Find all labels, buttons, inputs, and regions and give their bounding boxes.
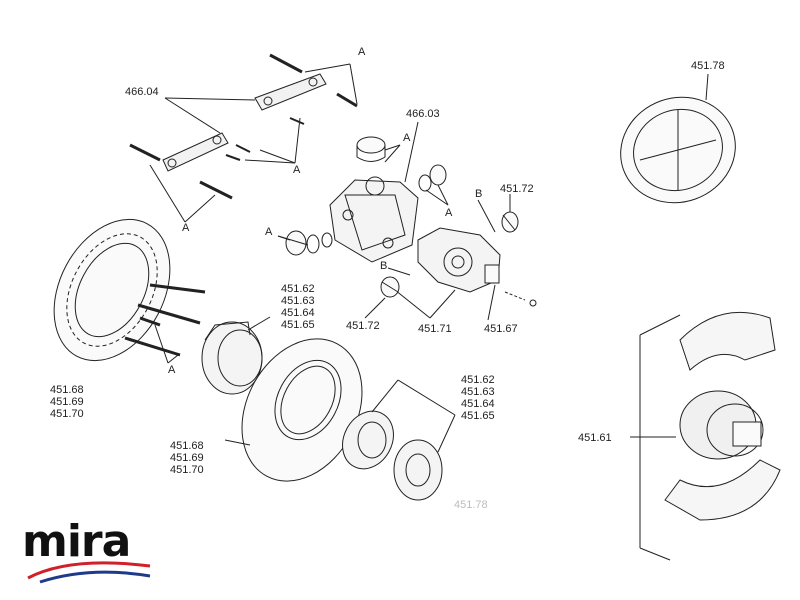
label-group-ring-center: 451.68 451.69 451.70: [170, 440, 204, 476]
callout-b: B: [475, 188, 483, 200]
callout-a: A: [445, 207, 453, 219]
callout-a: A: [403, 132, 411, 144]
label-451-70: 451.70: [170, 464, 204, 476]
lower-bracket: [129, 117, 301, 223]
mira-logo: mira: [22, 518, 162, 588]
right-inlet-fittings: [418, 164, 449, 206]
wall-plate: [224, 338, 363, 482]
clip-ring-left: [53, 218, 171, 362]
label-451-78-top: 451.78: [691, 60, 725, 72]
filter-top: [501, 194, 519, 233]
top-nut: [356, 136, 401, 163]
sleeve-left: [201, 316, 271, 395]
callout-a: A: [358, 46, 366, 58]
label-451-78-faded: 451.78: [454, 499, 488, 511]
label-466-03: 466.03: [406, 108, 440, 120]
label-451-64: 451.64: [461, 398, 495, 410]
label-451-72-bottom: 451.72: [346, 320, 380, 332]
label-451-71: 451.71: [418, 323, 452, 335]
filter-bottom: [364, 276, 400, 319]
label-451-69: 451.69: [170, 452, 204, 464]
shroud-assembly: [630, 311, 781, 561]
leader-466-04: [164, 97, 256, 134]
label-451-70: 451.70: [50, 408, 84, 420]
label-451-62: 451.62: [461, 374, 495, 386]
control-knob: [342, 379, 456, 501]
label-group-ring-left: 451.68 451.69 451.70: [50, 384, 84, 420]
label-451-72-top: 451.72: [500, 183, 534, 195]
label-451-64: 451.64: [281, 307, 315, 319]
callout-a: A: [293, 164, 301, 176]
long-screws: [124, 283, 206, 357]
callout-a: A: [168, 364, 176, 376]
logo-swoosh: [27, 561, 151, 584]
label-451-68: 451.68: [50, 384, 84, 396]
top-bracket: [254, 53, 358, 125]
label-group-sleeve-right: 451.62 451.63 451.64 451.65: [461, 374, 495, 422]
label-451-65: 451.65: [281, 319, 315, 331]
brand-wordmark: mira: [22, 516, 131, 567]
b-leaders: [387, 199, 496, 321]
trim-ring-451-78: [620, 73, 736, 204]
callout-b: B: [380, 260, 388, 272]
label-group-sleeve-left: 451.62 451.63 451.64 451.65: [281, 283, 315, 331]
label-451-67: 451.67: [484, 323, 518, 335]
label-451-63: 451.63: [461, 386, 495, 398]
valve-body: [329, 121, 419, 263]
callout-a: A: [265, 226, 273, 238]
left-inlet-fittings: [277, 230, 333, 256]
label-451-61: 451.61: [578, 432, 612, 444]
label-451-62: 451.62: [281, 283, 315, 295]
label-451-69: 451.69: [50, 396, 84, 408]
label-451-63: 451.63: [281, 295, 315, 307]
label-466-04: 466.04: [125, 86, 159, 98]
callout-a: A: [182, 222, 190, 234]
label-451-65: 451.65: [461, 410, 495, 422]
thermostatic-cartridge: [394, 227, 537, 319]
label-451-68: 451.68: [170, 440, 204, 452]
a-leaders-left: [154, 324, 179, 364]
